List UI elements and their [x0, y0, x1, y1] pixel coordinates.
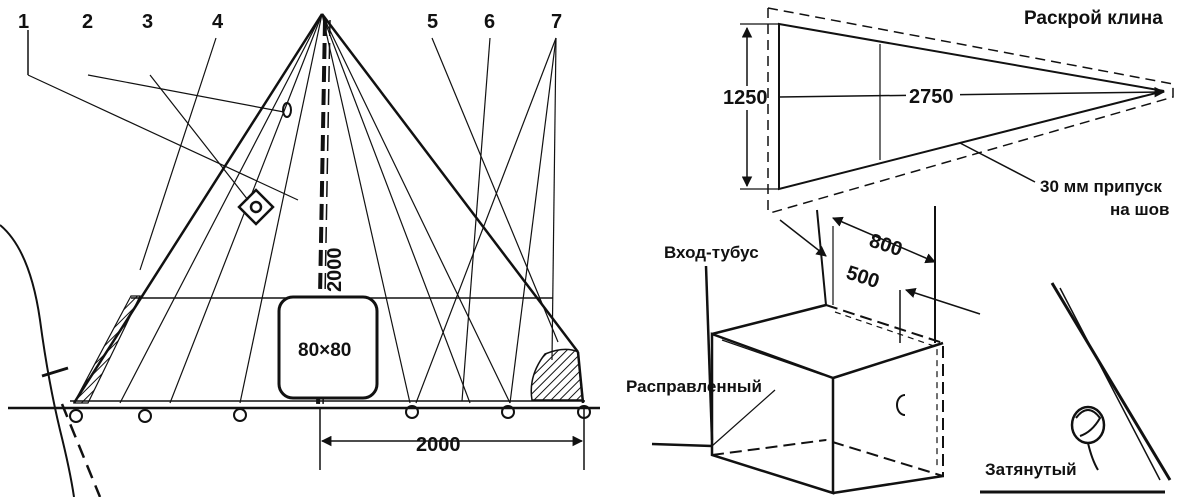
tent-right-edge — [321, 13, 579, 353]
wedge-outline — [778, 22, 1165, 191]
entry-tunnel — [651, 206, 1172, 495]
seam-allowance — [767, 7, 1174, 214]
tunnel-dim-800: 800 — [866, 230, 905, 261]
length-dimension-line — [778, 86, 1166, 98]
tied-knot — [1070, 405, 1106, 471]
part-number-6: 6 — [484, 11, 495, 33]
height-dimension: 2000 — [324, 248, 346, 293]
open-state-label: Расправленный — [626, 377, 762, 396]
wedge-length-dim: 2750 — [909, 86, 954, 108]
part-number-2: 2 — [82, 11, 93, 33]
stake-loop — [69, 409, 83, 423]
right-corner-patch — [530, 348, 584, 401]
part-number-1: 1 — [18, 11, 29, 33]
left-seam-strip — [73, 295, 141, 404]
stake-loop — [501, 405, 515, 419]
stake-loop — [233, 408, 247, 422]
wedge-title: Раскрой клина — [1024, 8, 1163, 29]
wedge-width-dim: 1250 — [723, 87, 768, 109]
base-dimension: 2000 — [416, 434, 461, 456]
dim-800-line — [832, 216, 936, 264]
part-number-4: 4 — [212, 11, 224, 33]
stake-loop — [577, 405, 591, 419]
window-size-label: 80×80 — [298, 340, 351, 361]
seam-allowance-label-2: на шов — [1110, 200, 1169, 219]
part-number-5: 5 — [427, 11, 438, 33]
pyramid-tent — [0, 13, 600, 498]
tree-trunk — [0, 224, 75, 498]
part-numbers: 1 2 3 4 5 6 7 — [18, 11, 562, 33]
seam-allowance-label-1: 30 мм припуск — [1040, 177, 1162, 196]
ring — [282, 102, 292, 118]
entry-tunnel-label: Вход-тубус — [664, 243, 759, 262]
tied-state-label: Затянутый — [985, 460, 1077, 479]
stake-loop — [138, 409, 152, 423]
stake-loop — [405, 405, 419, 419]
tunnel-dim-500: 500 — [843, 262, 882, 293]
window — [277, 295, 379, 400]
part-number-3: 3 — [142, 11, 153, 33]
part-number-7: 7 — [551, 11, 562, 33]
